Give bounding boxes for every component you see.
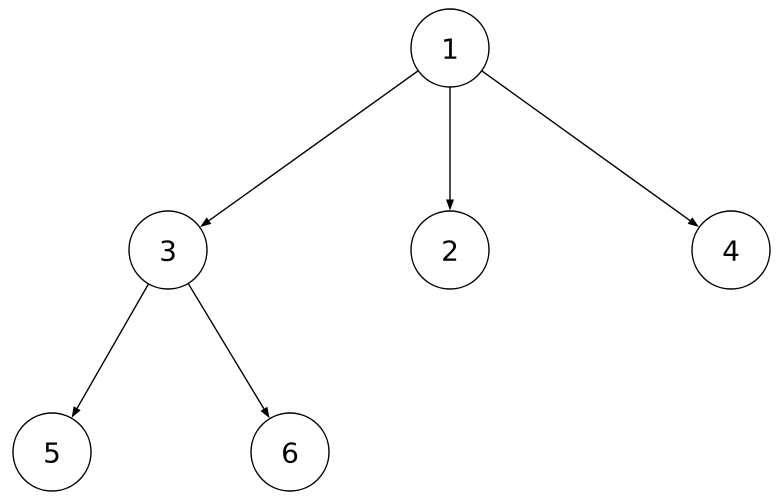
edge-1-to-4 — [481, 70, 699, 227]
node-4-label: 4 — [722, 235, 740, 268]
edge-3-to-5-arrowhead-icon — [71, 406, 81, 418]
edge-1-to-2 — [446, 87, 454, 211]
node-1-label: 1 — [441, 33, 459, 66]
edge-3-to-6 — [187, 283, 270, 419]
node-3-label: 3 — [159, 235, 177, 268]
node-2-circle[interactable] — [410, 210, 490, 290]
edge-3-to-5-line — [76, 283, 149, 409]
edges-layer — [71, 70, 699, 419]
nodes-layer: 1 3 2 4 5 6 — [12, 8, 771, 492]
node-3[interactable]: 3 — [128, 210, 208, 290]
node-4[interactable]: 4 — [691, 210, 771, 290]
node-6-label: 6 — [281, 437, 299, 470]
node-2[interactable]: 2 — [410, 210, 490, 290]
node-5[interactable]: 5 — [12, 412, 92, 492]
node-2-label: 2 — [441, 235, 459, 268]
edge-1-to-4-line — [481, 70, 691, 222]
node-5-label: 5 — [43, 437, 61, 470]
node-3-circle[interactable] — [128, 210, 208, 290]
edge-1-to-3 — [200, 70, 419, 227]
node-6[interactable]: 6 — [250, 412, 330, 492]
node-1[interactable]: 1 — [410, 8, 490, 88]
edge-3-to-6-arrowhead-icon — [260, 406, 270, 419]
edge-3-to-6-line — [187, 283, 265, 410]
node-1-circle[interactable] — [410, 8, 490, 88]
edge-1-to-2-arrowhead-icon — [446, 199, 454, 211]
node-5-circle[interactable] — [12, 412, 92, 492]
edge-1-to-4-arrowhead-icon — [687, 217, 699, 227]
node-6-circle[interactable] — [250, 412, 330, 492]
edge-1-to-3-arrowhead-icon — [200, 217, 212, 227]
edge-3-to-5 — [71, 283, 149, 418]
edge-1-to-3-line — [208, 70, 419, 222]
node-4-circle[interactable] — [691, 210, 771, 290]
